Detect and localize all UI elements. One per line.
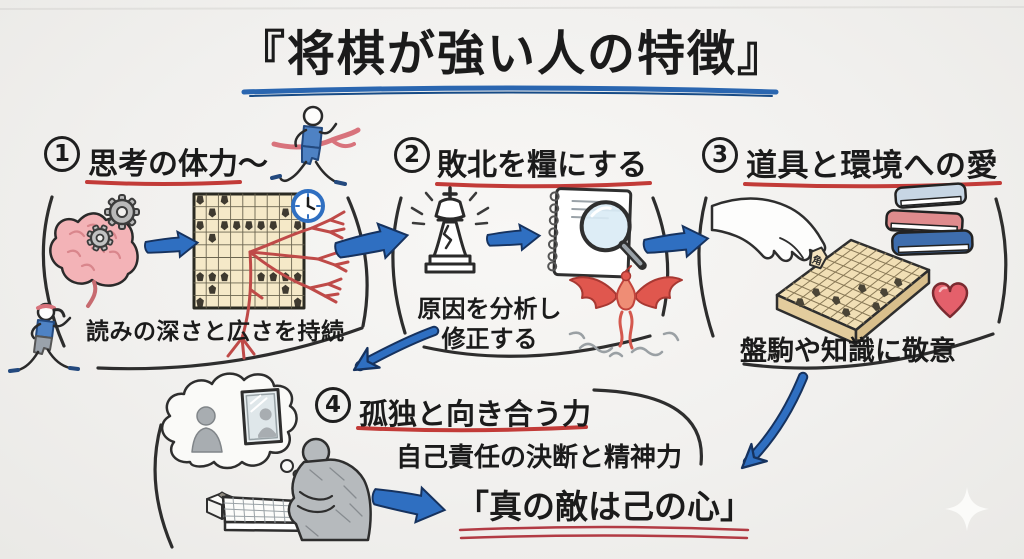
brain-gears-icon (49, 194, 140, 308)
arrow-section2-to-4 (346, 325, 440, 381)
arrow-king-to-notebook (485, 222, 542, 254)
thought-mirror-icon (161, 372, 302, 479)
runner-icon (8, 302, 80, 373)
runner-finish-icon (270, 105, 361, 186)
section3-caption: 盤駒や知識に敬意 (740, 336, 956, 367)
arrow-brain-to-board (143, 229, 200, 261)
section1-number: 1 (44, 136, 80, 172)
mirror-icon (240, 387, 284, 446)
phoenix-icon (568, 265, 683, 358)
section2-caption-line2: 修正する (441, 325, 538, 353)
section1-caption: 読みの深さと広さを持続 (86, 319, 345, 345)
section2-caption-line1: 原因を分析し (417, 295, 562, 323)
fallen-king-icon (410, 186, 490, 274)
result-text: 「真の敵は己の心」 (456, 487, 753, 526)
section4-number: 4 (315, 387, 351, 423)
books-icon (885, 182, 974, 257)
whiteboard-edge (0, 6, 1024, 10)
heart-icon (931, 282, 969, 319)
arrow-section1-to-2 (331, 217, 412, 268)
section4-subtext: 自己責任の決断と精神力 (396, 443, 683, 473)
section3-number: 3 (702, 137, 738, 173)
section3-heading: 道具と環境への愛 (746, 148, 998, 184)
notebook-magnifier-icon (547, 187, 647, 279)
piece-kanji: 角 (810, 253, 824, 268)
title-underline (241, 85, 779, 97)
result-double-underline (458, 525, 750, 540)
arrow-section3-to-result (733, 371, 809, 478)
thinker-icon (206, 437, 372, 542)
section1-heading: 思考の体力〜 (88, 147, 268, 182)
gear-small-icon (86, 224, 114, 252)
red-underlines (85, 180, 1002, 433)
section4-heading: 孤独と向き合う力 (359, 397, 592, 431)
clock-icon (291, 189, 325, 223)
section2-number: 2 (394, 137, 430, 173)
shogi-board-3d-icon (775, 238, 931, 346)
page-title: 『将棋が強い人の特徴』 (236, 26, 787, 82)
gear-icon (104, 194, 140, 230)
hand-piece-icon: 角 (710, 197, 828, 270)
sparkle-icon (945, 487, 989, 531)
section2-heading: 敗北を糧にする (437, 148, 648, 183)
arrow-to-result (368, 477, 450, 529)
